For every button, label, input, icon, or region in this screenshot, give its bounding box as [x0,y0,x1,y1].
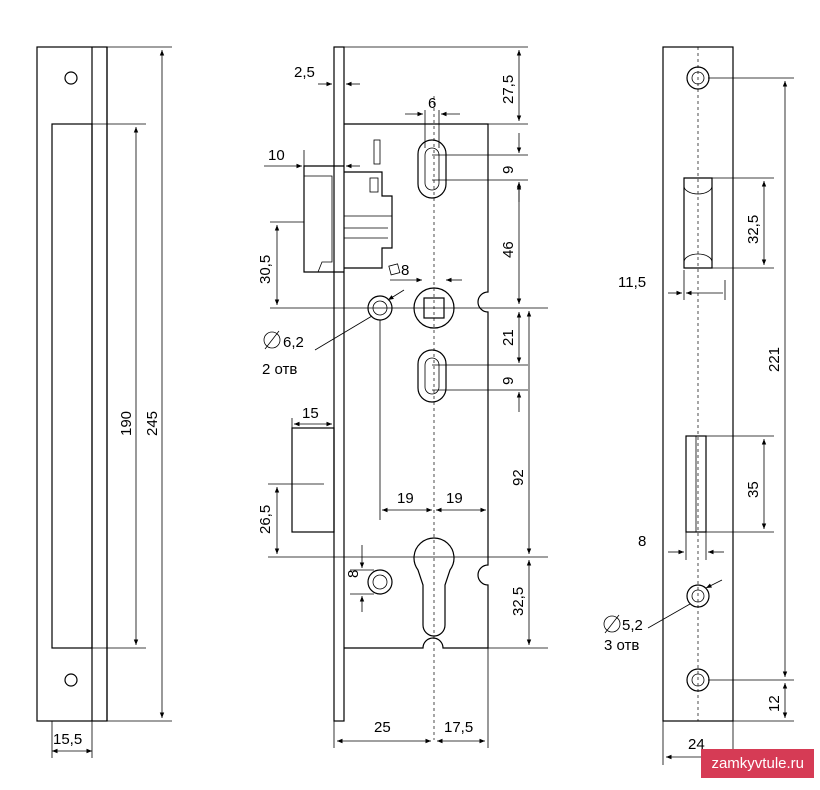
dim-15: 15 [302,405,319,422]
dim-24: 24 [688,736,705,753]
dim-11-5: 11,5 [618,274,646,291]
dim-25: 25 [374,719,391,736]
dim-9-top: 9 [500,166,517,174]
dim-221: 221 [766,347,783,372]
dim-2-5: 2,5 [294,64,315,81]
lock-body: 2,5 27,5 6 9 46 10 30,5 8 [257,46,548,748]
dim-27-5: 27,5 [500,75,517,104]
dim-square-8: 8 [401,262,409,279]
dim-8-hole: 8 [345,570,362,578]
dim-35: 35 [745,481,762,498]
dim-19-left: 19 [397,490,414,507]
faceplate: 32,5 11,5 221 35 8 5,2 3 отв 12 [603,46,794,765]
dim-10: 10 [268,147,285,164]
dim-92: 92 [510,469,527,486]
screws-count-3: 3 отв [604,637,639,654]
dim-32-5-bottom: 32,5 [510,587,527,616]
dim-21: 21 [500,329,517,346]
screw-hole-bottom [64,673,78,687]
dim-46: 46 [500,241,517,258]
dim-diameter-6-2: 6,2 [283,334,304,351]
dim-32-5-faceplate: 32,5 [745,215,762,244]
dim-8-faceplate: 8 [638,533,646,550]
dim-diameter-5-2: 5,2 [622,617,643,634]
strike-plate: 245 190 15,5 [36,46,172,758]
dim-30-5: 30,5 [257,255,274,284]
screw-hole-top [64,71,78,85]
holes-count-2: 2 отв [262,361,297,378]
dim-190: 190 [118,411,135,436]
dim-12: 12 [766,695,783,712]
dim-19-right: 19 [446,490,463,507]
watermark-label: zamkyvtule.ru [701,749,814,778]
dim-17-5: 17,5 [444,719,473,736]
dim-6: 6 [428,95,436,112]
dim-26-5: 26,5 [257,505,274,534]
dim-245: 245 [144,411,161,436]
dim-9-bottom: 9 [500,377,517,385]
dim-15-5: 15,5 [53,731,82,748]
